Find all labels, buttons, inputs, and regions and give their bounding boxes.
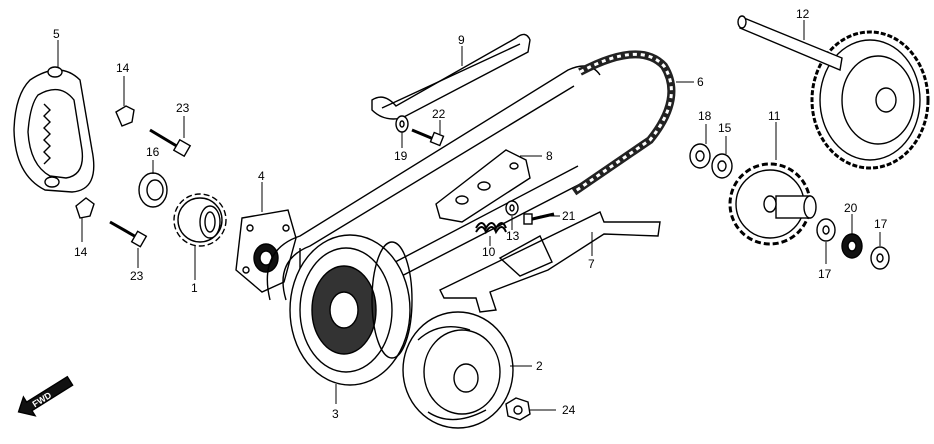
part-4-bracket [235, 209, 297, 293]
label-2: 2 [536, 359, 543, 373]
part-10-spring [475, 222, 507, 235]
label-19: 19 [394, 149, 408, 163]
label-9: 9 [458, 33, 465, 47]
label-3: 3 [332, 407, 339, 421]
part-20-bearing [841, 233, 863, 259]
part-7-lever [439, 211, 661, 313]
label-14a: 14 [116, 61, 130, 75]
label-5: 5 [53, 27, 60, 41]
label-10: 10 [482, 245, 496, 259]
label-16: 16 [146, 145, 160, 159]
label-24: 24 [562, 403, 576, 417]
part-9-guide [371, 33, 531, 120]
part-15-washer [711, 153, 733, 179]
part-6-chain [571, 50, 676, 196]
part-18-washer [689, 143, 711, 169]
label-23a: 23 [176, 101, 190, 115]
label-17b: 17 [874, 217, 888, 231]
part-3-clutch-drum [289, 234, 413, 386]
label-6: 6 [697, 75, 704, 89]
part-17-washer-b [870, 246, 890, 270]
part-1-sprocket [173, 193, 227, 247]
label-23b: 23 [130, 269, 144, 283]
label-14b: 14 [74, 245, 88, 259]
label-4: 4 [258, 169, 265, 183]
label-20: 20 [844, 201, 858, 215]
part-19-washer [395, 115, 409, 133]
part-17-washer-a [816, 218, 836, 242]
label-22: 22 [432, 107, 446, 121]
label-13: 13 [506, 229, 520, 243]
part-8-plate [435, 149, 531, 223]
part-14-clip-upper [115, 105, 135, 127]
part-21-bolt [523, 212, 555, 225]
label-7: 7 [588, 257, 595, 271]
label-18: 18 [698, 109, 712, 123]
part-16-seal [138, 172, 168, 208]
label-11: 11 [768, 109, 781, 123]
label-17a: 17 [818, 267, 832, 281]
part-2-clutch-shoe [402, 311, 514, 429]
label-1: 1 [191, 281, 198, 295]
callout-labels: 1 2 3 4 5 6 7 8 9 10 11 12 13 14 14 15 1… [53, 7, 888, 421]
part-5-cover [13, 66, 95, 193]
part-12-shaft-gear [737, 15, 930, 170]
part-24-nut [505, 397, 531, 421]
fwd-arrow: FWD [17, 375, 74, 417]
label-15: 15 [718, 121, 732, 135]
part-14-clip-lower [75, 197, 95, 219]
part-22-bolt [411, 128, 445, 147]
part-23-bolt-upper [149, 128, 192, 158]
part-23-bolt-lower [109, 220, 148, 248]
part-13-washer [505, 200, 519, 216]
label-12: 12 [796, 7, 810, 21]
part-11-sprocket [728, 162, 817, 246]
label-8: 8 [546, 149, 553, 163]
label-21: 21 [562, 209, 576, 223]
